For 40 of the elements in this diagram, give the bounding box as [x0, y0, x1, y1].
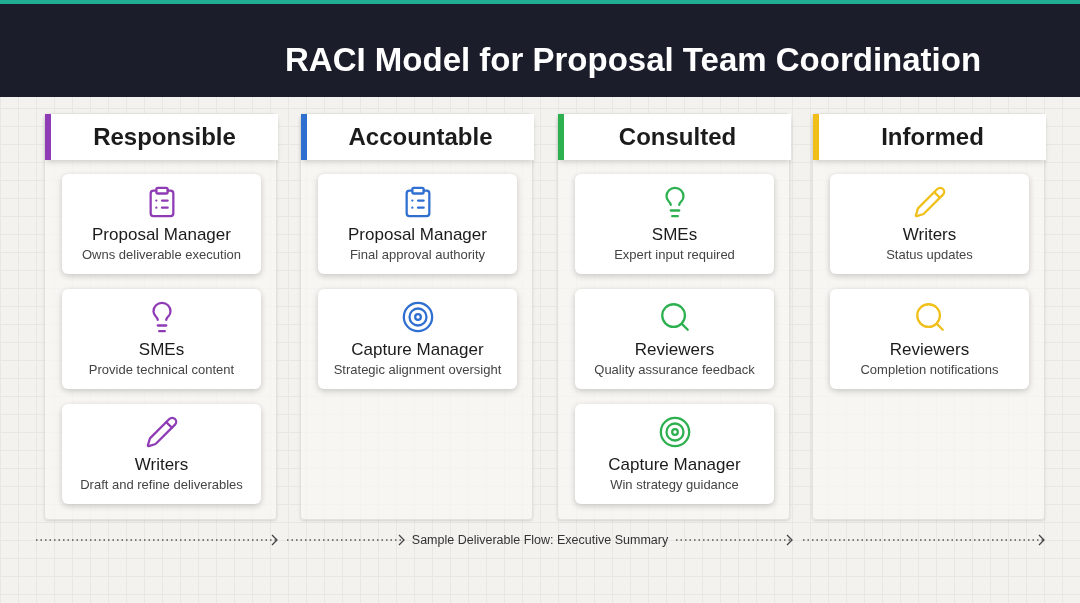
role-name: Proposal Manager — [348, 225, 487, 245]
role-name: Writers — [134, 455, 189, 475]
role-name: SMEs — [651, 225, 698, 245]
column-heading: Consulted — [618, 122, 737, 152]
role-card — [62, 404, 261, 504]
role-card — [575, 289, 774, 389]
role-description: Expert input required — [614, 247, 735, 263]
role-name: Reviewers — [889, 340, 970, 360]
role-name: SMEs — [138, 340, 185, 360]
role-column — [812, 113, 1045, 520]
role-column — [44, 113, 277, 520]
role-description: Status updates — [886, 247, 973, 263]
role-name: Reviewers — [634, 340, 715, 360]
role-name: Capture Manager — [351, 340, 484, 360]
role-description: Final approval authority — [349, 247, 486, 263]
role-name: Proposal Manager — [92, 225, 231, 245]
role-card — [62, 174, 261, 274]
role-description: Strategic alignment oversight — [333, 362, 502, 378]
role-card — [318, 174, 517, 274]
role-description: Provide technical content — [88, 362, 235, 378]
role-name: Writers — [902, 225, 957, 245]
role-description: Win strategy guidance — [610, 477, 739, 493]
role-column — [557, 113, 790, 520]
role-column — [300, 113, 533, 520]
role-name: Capture Manager — [608, 455, 741, 475]
role-description: Completion notifications — [860, 362, 999, 378]
role-description: Owns deliverable execution — [82, 247, 241, 263]
title: RACI Model for Proposal Team Coordination — [285, 40, 982, 80]
column-heading: Responsible — [93, 122, 236, 152]
role-card — [575, 174, 774, 274]
role-card — [830, 289, 1029, 389]
role-card — [62, 289, 261, 389]
flow-caption: Sample Deliverable Flow: Executive Summary — [410, 532, 670, 548]
role-description: Draft and refine deliverables — [80, 477, 243, 493]
column-heading: Informed — [881, 122, 984, 152]
role-card — [318, 289, 517, 389]
role-card — [830, 174, 1029, 274]
role-description: Quality assurance feedback — [594, 362, 755, 378]
column-heading: Accountable — [348, 122, 493, 152]
role-card — [575, 404, 774, 504]
